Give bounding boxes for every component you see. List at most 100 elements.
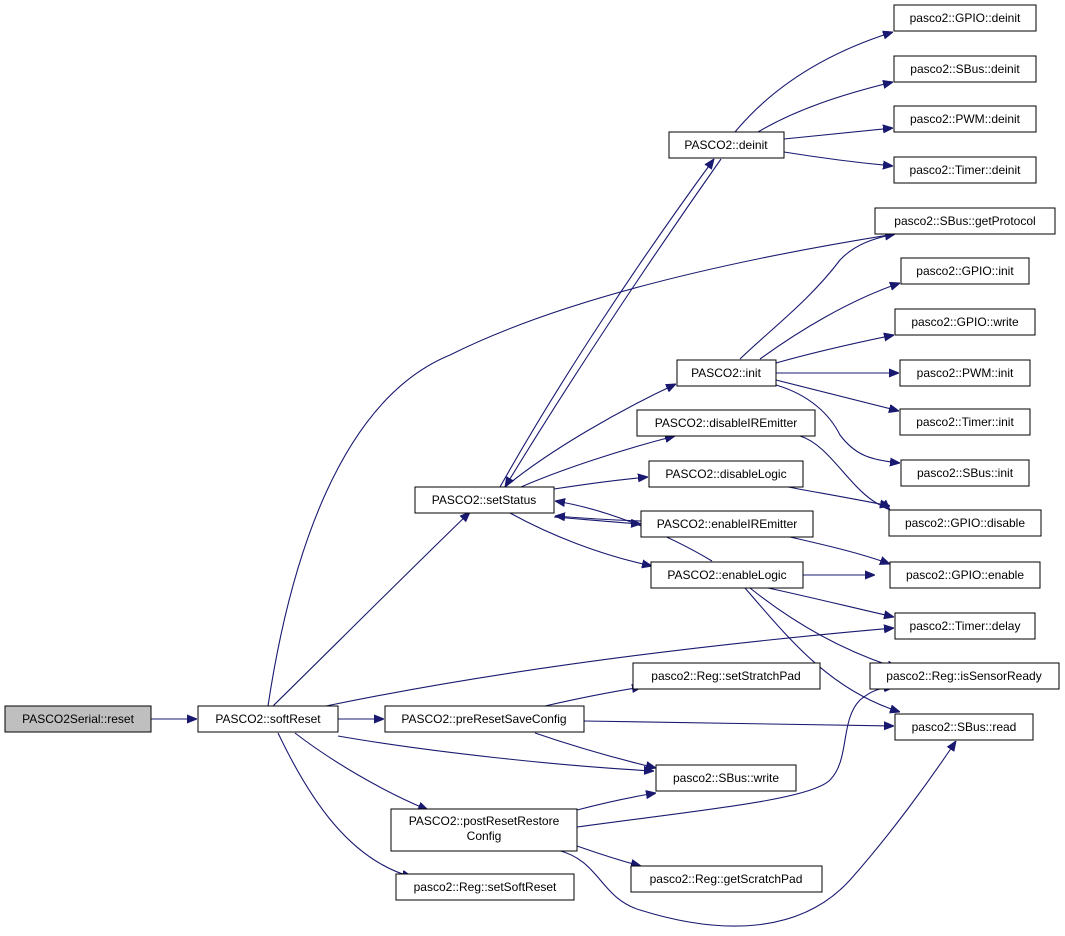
edge-setstatus-disableiremitter [520,436,675,488]
node-pasco2-reg-setsoftreset[interactable]: pasco2::Reg::setSoftReset [395,873,575,901]
node-label: pasco2::Timer::delay [910,619,1021,633]
node-label: pasco2::Timer::init [916,415,1014,429]
node-pasco2-setstatus[interactable]: PASCO2::setStatus [414,486,555,514]
edge-disablelogic-gpiodisable [787,486,890,506]
node-pasco2-gpio-disable[interactable]: pasco2::GPIO::disable [888,509,1042,537]
edge-enablelogic-setstatus [555,501,713,562]
node-pasco2-reg-getscratchpad[interactable]: pasco2::Reg::getScratchPad [630,865,823,893]
node-label: pasco2::GPIO::init [916,264,1014,278]
edge-preresetsaveconfig-setstratchpad [544,687,642,707]
node-pasco2-reg-setstratchpad[interactable]: pasco2::Reg::setStratchPad [632,662,821,690]
edge-softreset-setstatus [272,512,470,707]
edge-init-sbusinit [775,384,900,463]
edge-preresetsaveconfig-sbuswrite [534,732,656,768]
node-label: pasco2::SBus::deinit [910,62,1020,76]
node-pasco2-enableiremitter[interactable]: PASCO2::enableIREmitter [640,510,814,538]
node-pasco2-disablelogic[interactable]: PASCO2::disableLogic [648,460,804,488]
node-pasco2-init[interactable]: PASCO2::init [676,359,777,387]
node-pasco2-deinit[interactable]: PASCO2::deinit [668,131,785,159]
edge-setstatus-disablelogic [553,477,648,490]
node-pasco2-postresetrestoreconfig[interactable]: PASCO2::postResetRestore Config [390,808,578,852]
edge-postresetrestore-getscratchpad [576,845,641,866]
node-pasco2-softreset[interactable]: PASCO2::softReset [197,705,339,733]
edge-softreset-sbuswrite [337,735,654,771]
edge-deinit-sbusdeinit [757,82,893,133]
edge-enablelogic-issensorready [749,587,897,668]
node-label: PASCO2::setStatus [432,493,537,507]
node-pasco2-timer-init[interactable]: pasco2::Timer::init [899,408,1031,436]
node-label: PASCO2::preResetSaveConfig [401,712,566,726]
node-pasco2-sbus-write[interactable]: pasco2::SBus::write [655,764,797,792]
node-label: pasco2::SBus::write [673,771,779,785]
edge-init-gpioinit [759,283,900,360]
node-label: PASCO2Serial::reset [22,712,134,726]
edge-setstatus-init [504,384,676,488]
node-pasco2serial-reset[interactable]: PASCO2Serial::reset [4,705,152,733]
node-label: pasco2::Reg::getScratchPad [650,872,803,886]
edge-postresetrestore-issensorready [576,687,894,828]
node-pasco2-sbus-deinit[interactable]: pasco2::SBus::deinit [893,55,1037,83]
edge-setstatus-deinit [499,159,714,488]
node-label: pasco2::SBus::init [917,466,1014,480]
edge-enablelogic-sbusread [744,587,900,712]
node-pasco2-gpio-write[interactable]: pasco2::GPIO::write [894,308,1036,336]
node-label: pasco2::Reg::isSensorReady [886,669,1041,683]
node-label: pasco2::GPIO::deinit [910,11,1021,25]
edge-softreset-getprotocol [267,234,895,707]
edge-softreset-setsoftreset [277,732,412,877]
node-pasco2-sbus-read[interactable]: pasco2::SBus::read [894,713,1034,741]
node-label: pasco2::PWM::deinit [910,112,1021,126]
edge-deinit-setstatus [505,158,722,487]
node-label-line2: Config [467,829,502,843]
node-pasco2-timer-deinit[interactable]: pasco2::Timer::deinit [893,156,1037,184]
node-label: pasco2::Timer::deinit [910,163,1022,177]
edge-deinit-pwmdeinit [783,128,893,140]
edge-postresetrestore-sbuswrite [576,793,656,811]
node-label: pasco2::SBus::getProtocol [894,214,1035,228]
node-label: pasco2::SBus::read [912,720,1017,734]
edge-disableiremitter-gpiodisable [799,435,890,510]
node-pasco2-sbus-getprotocol[interactable]: pasco2::SBus::getProtocol [874,207,1056,235]
edge-preresetsaveconfig-sbusread [583,720,894,726]
node-label: PASCO2::postResetRestore [409,814,560,828]
node-label: PASCO2::deinit [684,138,768,152]
node-pasco2-pwm-init[interactable]: pasco2::PWM::init [899,359,1031,387]
node-label: PASCO2::enableLogic [667,568,786,582]
node-label: pasco2::GPIO::enable [906,568,1024,582]
edge-init-gpiowrite [775,335,894,364]
edge-softreset-postresetrestore [294,732,428,810]
node-pasco2-reg-issensorready[interactable]: pasco2::Reg::isSensorReady [869,662,1060,690]
node-label: pasco2::GPIO::write [911,315,1019,329]
node-pasco2-disableiremitter[interactable]: PASCO2::disableIREmitter [636,409,816,437]
edge-enablelogic-timerdelay [767,587,894,617]
node-pasco2-timer-delay[interactable]: pasco2::Timer::delay [894,612,1036,640]
edge-enableiremitter-setstatus [555,516,642,521]
edge-init-getprotocol [739,234,895,360]
node-label: PASCO2::enableIREmitter [657,517,798,531]
edge-deinit-gpiodeinit [734,32,893,133]
node-label: PASCO2::init [691,366,761,380]
edge-enableiremitter-gpioenable [789,536,890,564]
node-pasco2-enablelogic[interactable]: PASCO2::enableLogic [650,561,804,589]
node-label: PASCO2::disableIREmitter [655,416,798,430]
edges [151,32,956,927]
node-label: PASCO2::disableLogic [665,467,786,481]
node-label: pasco2::PWM::init [917,366,1014,380]
edge-deinit-timerdeinit [783,151,893,166]
node-pasco2-preresetsaveconfig[interactable]: PASCO2::preResetSaveConfig [384,705,585,733]
node-pasco2-pwm-deinit[interactable]: pasco2::PWM::deinit [893,105,1037,133]
edge-softreset-timerdelay [325,628,894,707]
edge-setstatus-enablelogic [509,512,652,566]
node-pasco2-gpio-deinit[interactable]: pasco2::GPIO::deinit [893,4,1037,32]
node-label: PASCO2::softReset [215,712,321,726]
nodes: PASCO2Serial::reset PASCO2::softReset PA… [4,4,1060,901]
node-label: pasco2::Reg::setStratchPad [651,669,800,683]
node-pasco2-sbus-init[interactable]: pasco2::SBus::init [900,459,1030,487]
node-label: pasco2::Reg::setSoftReset [414,880,557,894]
node-label: pasco2::GPIO::disable [905,516,1025,530]
edge-init-timerinit [775,379,899,411]
edge-postresetrestore-sbusread [556,741,956,927]
node-pasco2-gpio-enable[interactable]: pasco2::GPIO::enable [889,561,1041,589]
node-pasco2-gpio-init[interactable]: pasco2::GPIO::init [900,257,1030,285]
